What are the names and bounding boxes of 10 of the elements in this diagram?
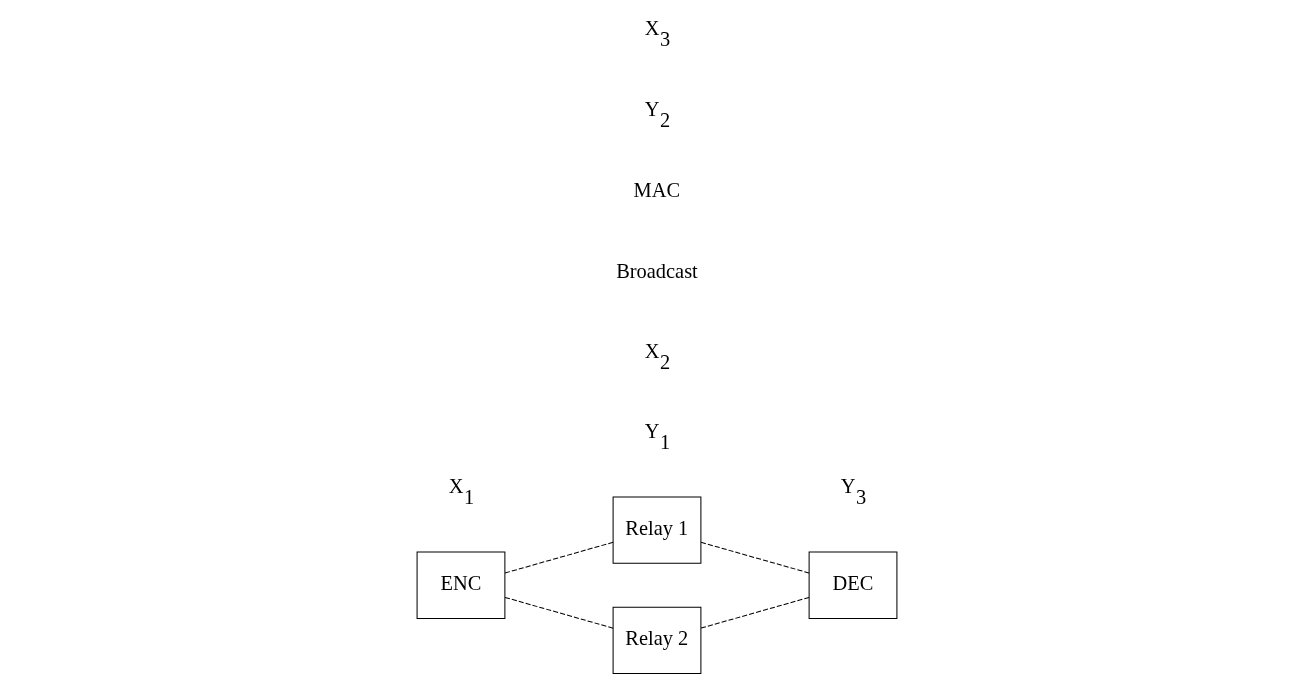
connector [700,596,810,629]
connector [700,541,810,574]
label: Broadcast [616,259,698,282]
connector [504,541,614,574]
node-box: DEC [808,551,898,619]
connector [504,596,614,629]
node-box: ENC [416,551,506,619]
node-box: Relay 1 [612,496,702,564]
label: MAC [633,179,681,202]
node-box: Relay 2 [612,606,702,675]
